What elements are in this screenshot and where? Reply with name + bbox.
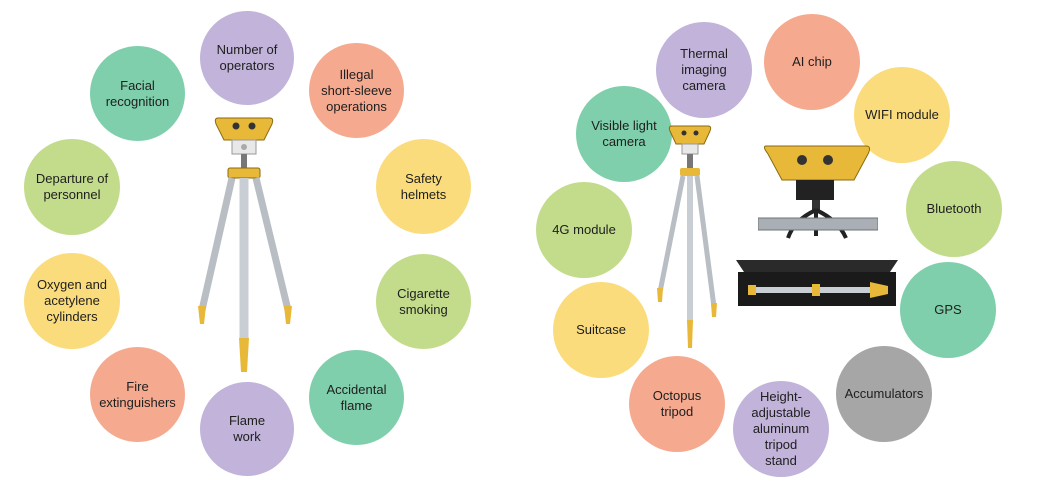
bubble-gps: GPS	[900, 262, 996, 358]
bubble-accidental-flame: Accidental flame	[309, 350, 404, 445]
bubble-accumulators: Accumulators	[836, 346, 932, 442]
bubble-4g-module: 4G module	[536, 182, 632, 278]
bubble-thermal-imaging-camera: Thermal imaging camera	[656, 22, 752, 118]
tripod-stand-illustration	[657, 125, 717, 348]
tripod-camera-illustration	[198, 117, 292, 372]
bubble-departure-of-personnel: Departure of personnel	[24, 139, 120, 235]
bubble-number-of-operators: Number of operators	[200, 11, 294, 105]
bubble-octopus-tripod: Octopus tripod	[629, 356, 725, 452]
detection-features-panel: Number of operators Illegal short-sleeve…	[0, 0, 520, 479]
hardware-components-panel: Thermal imaging camera AI chip WIFI modu…	[520, 0, 1050, 479]
bubble-ai-chip: AI chip	[764, 14, 860, 110]
bubble-safety-helmets: Safety helmets	[376, 139, 471, 234]
bubble-height-adjustable-tripod: Height- adjustable aluminum tripod stand	[733, 381, 829, 477]
bubble-bluetooth: Bluetooth	[906, 161, 1002, 257]
bubble-suitcase: Suitcase	[553, 282, 649, 378]
bubble-oxygen-acetylene: Oxygen and acetylene cylinders	[24, 253, 120, 349]
bubble-illegal-short-sleeve: Illegal short-sleeve operations	[309, 43, 404, 138]
bubble-cigarette-smoking: Cigarette smoking	[376, 254, 471, 349]
bubble-facial-recognition: Facial recognition	[90, 46, 185, 141]
octopus-tripod-camera-illustration	[758, 145, 878, 239]
bubble-flame-work: Flame work	[200, 382, 294, 476]
bubble-wifi-module: WIFI module	[854, 67, 950, 163]
suitcase-illustration	[736, 260, 898, 306]
bubble-visible-light-camera: Visible light camera	[576, 86, 672, 182]
bubble-fire-extinguishers: Fire extinguishers	[90, 347, 185, 442]
